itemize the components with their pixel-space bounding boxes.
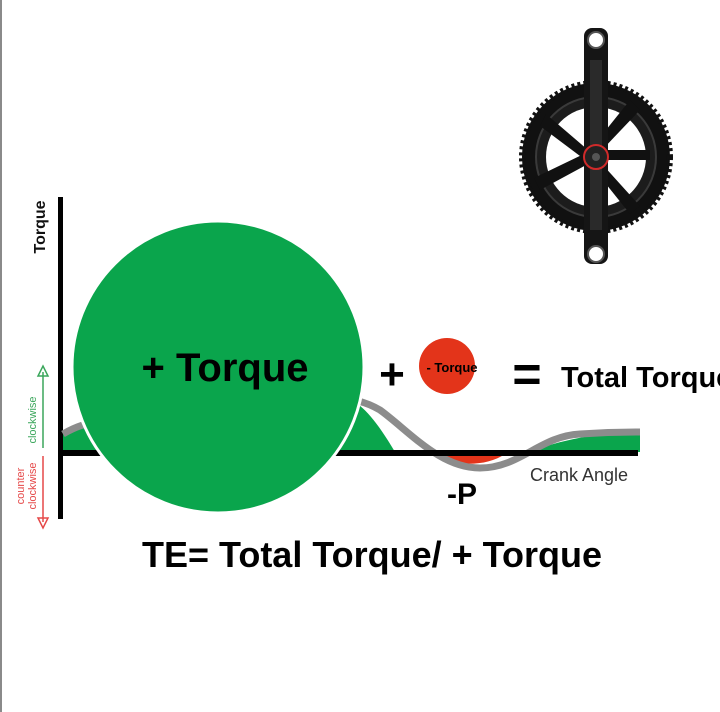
counter-clockwise-arrow bbox=[36, 456, 50, 530]
counter-label: counter bbox=[15, 467, 27, 504]
plus-sign: + bbox=[379, 350, 405, 399]
torque-efficiency-formula: TE= Total Torque/ + Torque bbox=[142, 534, 602, 575]
negative-torque-circle bbox=[419, 338, 475, 394]
x-axis-label: Crank Angle bbox=[530, 465, 628, 485]
y-axis bbox=[58, 197, 63, 519]
counter-clockwise-label: clockwise bbox=[27, 462, 39, 509]
total-torque-label: Total Torque bbox=[561, 362, 720, 394]
y-axis-label: Torque bbox=[32, 200, 49, 253]
window-left-edge bbox=[0, 0, 2, 712]
positive-torque-label: + Torque bbox=[141, 346, 308, 390]
clockwise-arrow bbox=[36, 364, 50, 448]
positive-torque-area-3 bbox=[530, 432, 640, 452]
positive-torque-circle bbox=[70, 219, 366, 515]
clockwise-label: clockwise bbox=[27, 396, 39, 443]
equals-sign: = bbox=[512, 346, 541, 402]
negative-torque-label: - Torque bbox=[426, 360, 477, 375]
x-axis bbox=[60, 450, 638, 456]
negative-power-label: -P bbox=[447, 478, 477, 511]
chainring-crankset-icon bbox=[519, 28, 673, 264]
